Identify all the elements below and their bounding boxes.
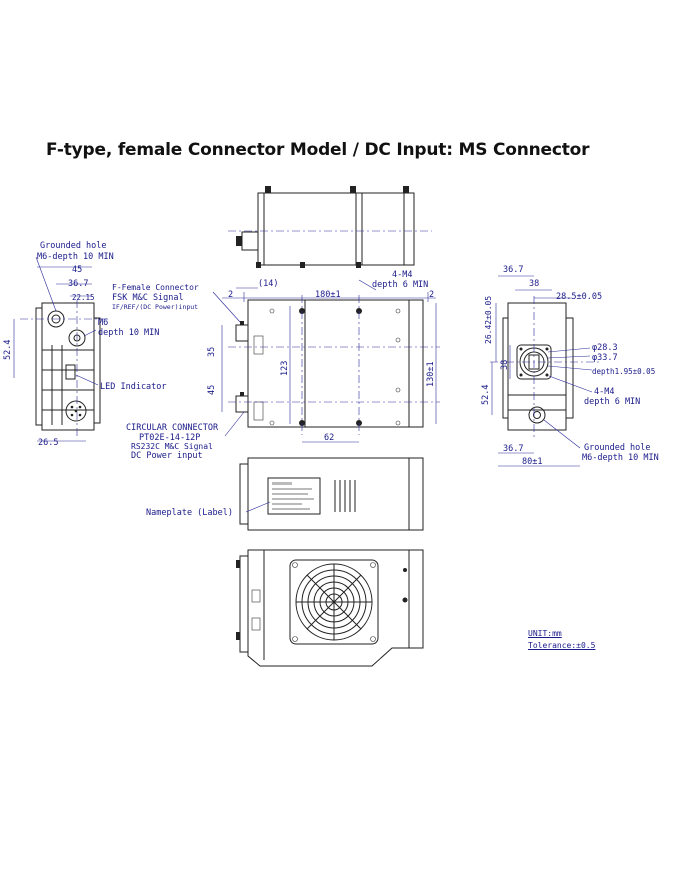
label-grounded-hole-1: Grounded hole xyxy=(40,241,107,251)
label-4-m4-top: 4-M4 xyxy=(392,270,412,280)
dim-28-5: 28.5±0.05 xyxy=(556,292,602,302)
dim-52-4-left: 52.4 xyxy=(3,340,13,360)
dim-36-7-left: 36.7 xyxy=(68,279,88,289)
dim-14: (14) xyxy=(258,279,278,289)
dim-45-front: 45 xyxy=(207,385,217,395)
left-end-view xyxy=(13,256,110,442)
label-circular-connector: CIRCULAR CONNECTOR xyxy=(126,423,219,433)
side-view xyxy=(239,457,424,531)
dim-45-left: 45 xyxy=(72,265,82,275)
top-view xyxy=(228,186,432,268)
dim-130: 130±1 xyxy=(426,361,436,387)
label-depth-6-top: depth 6 MIN xyxy=(372,280,428,290)
dim-phi-28-3: φ28.3 xyxy=(592,343,618,353)
right-end-view xyxy=(490,275,600,467)
dim-35: 35 xyxy=(207,347,217,357)
dim-52-4-right: 52.4 xyxy=(481,385,491,405)
dim-62: 62 xyxy=(324,433,334,443)
dim-38-vertical: 38 xyxy=(500,360,510,370)
dim-phi-33-7: φ33.7 xyxy=(592,353,618,363)
side-view-labels: Nameplate (Label) xyxy=(146,508,233,518)
dim-depth-1-95: depth1.95±0.05 xyxy=(592,367,655,376)
dim-26-5-left: 26.5 xyxy=(38,438,58,448)
right-view-labels: 36.7 38 28.5±0.05 26.42±0.05 φ28.3 φ33.7… xyxy=(481,265,659,467)
label-m6-depth: depth 10 MIN xyxy=(98,328,159,338)
label-depth-6-right: depth 6 MIN xyxy=(584,397,640,407)
dim-38-right: 38 xyxy=(529,279,539,289)
left-view-labels: Grounded hole M6-depth 10 MIN 45 36.7 22… xyxy=(3,241,167,448)
label-f-female-connector: F-Female Connector xyxy=(112,283,199,292)
dim-180: 180±1 xyxy=(315,290,341,300)
label-led-indicator: LED Indicator xyxy=(100,382,167,392)
front-view-labels: F-Female Connector FSK M&C Signal IF/REF… xyxy=(112,270,436,461)
dim-22-15-left: 22.15 xyxy=(72,293,95,302)
label-m6: M6 xyxy=(98,318,108,328)
label-nameplate: Nameplate (Label) xyxy=(146,508,233,518)
label-grounded-hole-2: M6-depth 10 MIN xyxy=(37,252,114,262)
label-rs232c: RS232C M&C Signal xyxy=(131,442,213,451)
dim-36-7-right-bottom: 36.7 xyxy=(503,444,523,454)
page-title: F-type, female Connector Model / DC Inpu… xyxy=(46,140,590,160)
unit-note: UNIT:mm xyxy=(528,629,562,638)
label-dc-power: DC Power input xyxy=(131,451,203,461)
label-fsk-signal: FSK M&C Signal xyxy=(112,293,184,303)
dim-2-left: 2 xyxy=(228,290,233,300)
front-view xyxy=(212,279,440,443)
dim-2-right: 2 xyxy=(429,290,434,300)
bottom-view xyxy=(236,549,424,667)
dim-123: 123 xyxy=(280,361,290,376)
dim-80: 80±1 xyxy=(522,457,542,467)
label-grounded-hole-right: Grounded hole xyxy=(584,443,651,453)
tolerance-note: Tolerance:±0.5 xyxy=(528,641,596,650)
label-4-m4-right: 4-M4 xyxy=(594,387,614,397)
dim-36-7-right-top: 36.7 xyxy=(503,265,523,275)
dim-26-42: 26.42±0.05 xyxy=(484,296,493,344)
label-pt02e: PT02E-14-12P xyxy=(139,433,200,443)
label-m6-depth-right: M6-depth 10 MIN xyxy=(582,453,659,463)
label-if-ref-input: IF/REF/(DC Power)input xyxy=(112,303,198,311)
